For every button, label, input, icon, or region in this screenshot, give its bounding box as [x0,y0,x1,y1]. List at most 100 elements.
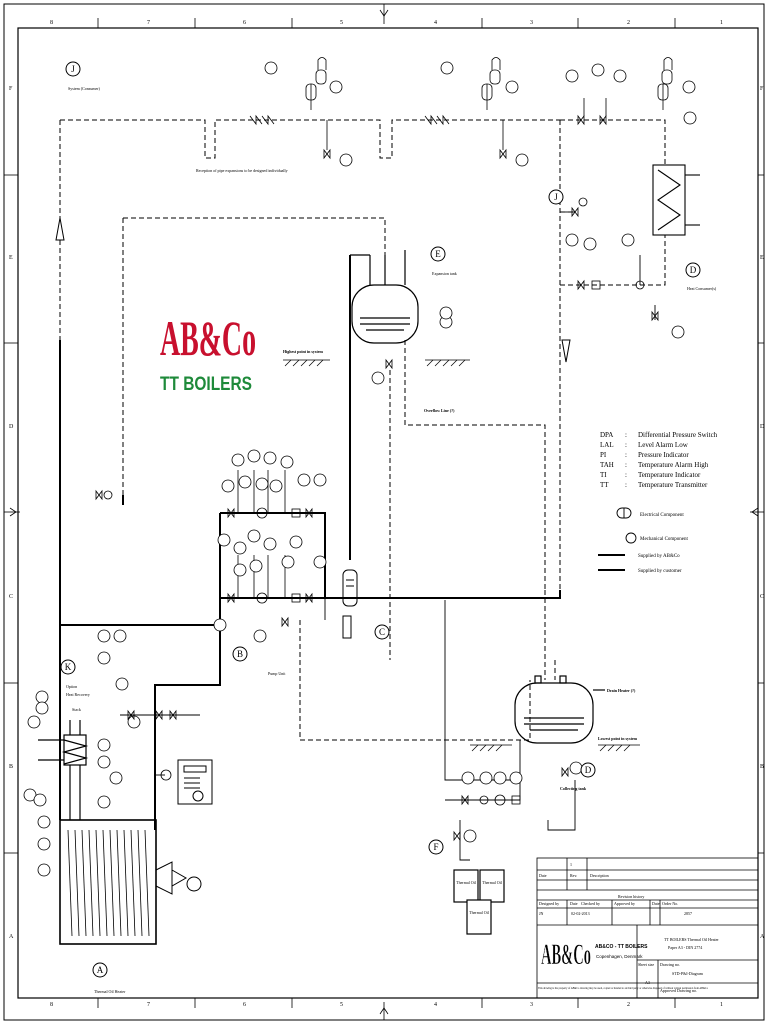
flow-arrows [55,217,571,363]
svg-text:D: D [690,265,697,275]
note-collecting-tank: Collecting tank [560,786,587,791]
legend-symbols [598,507,637,571]
svg-text:Date: Date [652,901,660,906]
heat-recovery-stack [38,720,89,820]
marker-j-right [548,189,564,205]
svg-text:7: 7 [147,1002,150,1008]
right-valves[interactable] [571,197,659,322]
svg-text::: : [625,461,627,469]
svg-text::: : [625,431,627,439]
centering-marks [4,4,764,1020]
svg-text:TI: TI [600,471,607,479]
svg-text:8: 8 [50,1002,53,1008]
note-overflow: Overflow Line (?) [424,408,455,413]
svg-text:5: 5 [340,20,343,26]
marker-f [428,839,444,855]
marker-j-top [65,61,81,77]
title-block-text: 1 Date Rev. Description Revision history… [538,862,719,993]
heater-coils [67,829,150,937]
svg-text:F: F [760,86,764,92]
svg-text::: : [625,441,627,449]
top-valves[interactable] [249,98,607,160]
pump-unit-bubbles[interactable] [213,449,327,643]
svg-text:Date: Date [539,873,547,878]
svg-text:D: D [760,424,765,430]
marker-a [92,962,108,978]
pump-unit-lines [237,470,286,598]
thermal-oil-tanks [453,869,505,935]
svg-text:7: 7 [147,20,150,26]
svg-text:A: A [9,934,14,940]
svg-text:2857: 2857 [684,911,692,916]
collecting-tank [514,675,605,744]
svg-text:STD-P&I-Diagram: STD-P&I-Diagram [672,971,704,976]
svg-text:Drawing no.: Drawing no. [660,962,680,967]
svg-text:C: C [760,594,764,600]
column-labels-bottom: 8 7 6 5 4 3 2 1 [50,1002,723,1008]
burner [155,861,202,895]
heat-consumer [652,164,700,236]
note-pump-unit: Pump Unit [268,671,286,676]
deaerator [342,569,358,639]
svg-text:TAH: TAH [600,461,614,469]
frame-ticks [4,18,764,1008]
drain-bubbles[interactable] [461,761,583,843]
note-heat-consumer: Heat Consumer(s) [687,286,717,291]
svg-text:D: D [585,765,592,775]
title-block-logo: AB&Co AB&CO - TT BOILERS Copenhagen, Den… [541,938,648,972]
abco-piping [59,255,561,830]
marker-e [430,246,446,262]
svg-text:Pressure Indicator: Pressure Indicator [638,451,689,459]
svg-text:Thermal Oil: Thermal Oil [469,910,490,915]
drain-valves[interactable] [453,766,569,842]
svg-text::: : [625,451,627,459]
svg-text:Thermal Oil: Thermal Oil [456,880,477,885]
stack-bubbles[interactable] [23,629,141,809]
svg-text:TT BOILERS: TT BOILERS [160,374,252,395]
mechanical-component-icon [625,532,637,544]
pump-unit-valves[interactable] [227,507,313,628]
svg-text:Date: Date [570,901,578,906]
svg-text:Checked by: Checked by [581,901,600,906]
svg-text:1: 1 [720,20,723,26]
svg-text:B: B [237,649,243,659]
control-panel[interactable] [177,759,213,805]
expansion-tank-instruments[interactable] [371,306,453,385]
thermal-oil-tank-labels: Thermal Oil Thermal Oil Thermal Oil [456,880,503,915]
note-drain-tank: Drain Heater (?) [607,688,636,693]
highest-point-hatch [283,359,470,367]
instrument-bubbles-top[interactable] [264,61,697,339]
svg-text:Approved Drawing no.: Approved Drawing no. [660,988,697,993]
svg-text:B: B [760,764,764,770]
fuel-line-valves[interactable] [95,489,177,781]
marker-k [60,659,76,675]
diagram-notes: System (Consumer) Reception of pipe expa… [66,86,717,994]
expansion-tank [350,250,419,344]
note-heat-recovery-1: Option [66,684,77,689]
svg-text:C: C [379,627,385,637]
svg-text:A: A [97,965,104,975]
svg-text:Level Alarm Low: Level Alarm Low [638,441,689,449]
customer-piping [59,119,666,741]
svg-text:F: F [433,842,438,852]
svg-text::: : [625,471,627,479]
svg-text:LAL: LAL [600,441,614,449]
marker-b [232,646,248,662]
note-expansion: Expansion tank [432,271,457,276]
svg-text:Supplied by customer: Supplied by customer [638,569,682,574]
svg-text:Thermal Oil: Thermal Oil [482,880,503,885]
svg-text:E: E [760,255,764,261]
svg-text:AB&Co: AB&Co [541,938,591,971]
svg-text:6: 6 [243,1002,246,1008]
svg-text:Supplied by AB&Co: Supplied by AB&Co [638,554,680,559]
marker-c [374,624,390,640]
heater-bubbles[interactable] [37,815,51,877]
svg-text:Rev.: Rev. [570,873,577,878]
thermal-oil-heater [59,819,157,945]
brand-logo: AB&Co TT BOILERS [160,310,256,395]
top-gauges [305,57,673,110]
svg-text:4: 4 [434,20,437,26]
svg-text:AB&Co: AB&Co [160,310,256,366]
lowest-point-hatch [470,744,640,752]
